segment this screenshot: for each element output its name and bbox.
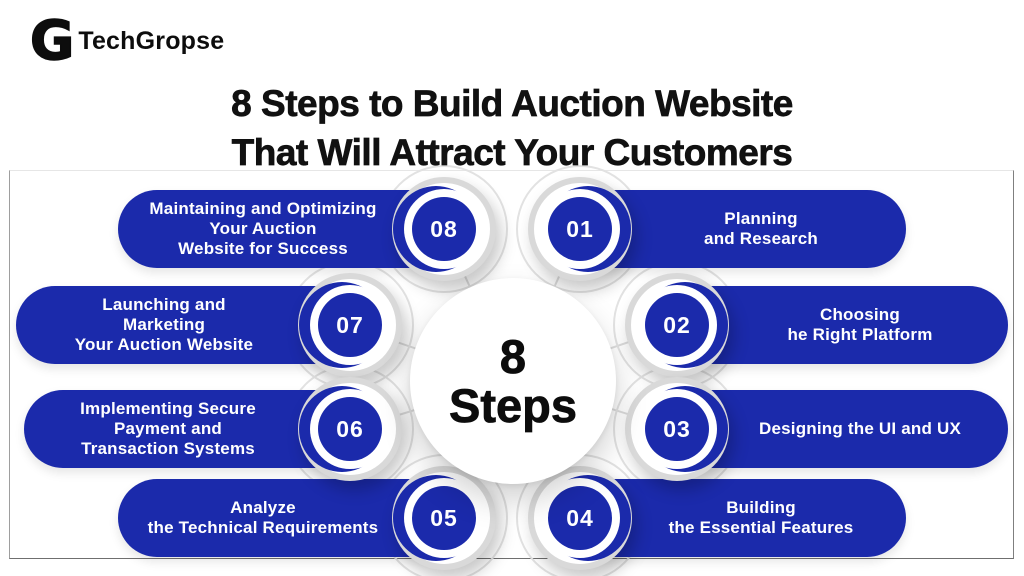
step-06-label-line1: Implementing Secure <box>80 398 256 418</box>
step-01-badge: 01 <box>528 177 632 281</box>
step-05-label: Analyze the Technical Requirements <box>140 498 386 538</box>
center-steps-value: 8 <box>499 329 527 383</box>
step-06-badge: 06 <box>298 377 402 481</box>
page-title: 8 Steps to Build Auction Website That Wi… <box>0 80 1024 178</box>
step-06-label-line3: Transaction Systems <box>81 439 255 459</box>
techgropse-logo: G TechGropse <box>29 9 225 72</box>
step-04-label: Building the Essential Features <box>638 498 884 538</box>
page-title-line2: That Will Attract Your Customers <box>231 131 793 173</box>
step-07-number: 07 <box>318 293 382 357</box>
step-03-label-line1: Designing the UI and UX <box>758 418 961 438</box>
step-01-label-line2: and Research <box>704 229 818 248</box>
step-01-label: Planning and Research <box>638 209 884 249</box>
step-08-label: Maintaining and Optimizing Your Auction … <box>140 199 386 259</box>
step-03-number: 03 <box>645 397 709 461</box>
logo-text: TechGropse <box>78 26 225 55</box>
step-04-number: 04 <box>548 486 612 550</box>
step-03-badge: 03 <box>625 377 729 481</box>
step-04-badge: 04 <box>528 466 632 570</box>
step-07-badge: 07 <box>298 273 402 377</box>
step-02-label-line1: Choosing <box>820 304 900 324</box>
step-05-badge: 05 <box>392 466 496 570</box>
page-title-line1: 8 Steps to Build Auction Website <box>231 83 794 125</box>
step-01-label-line1: Planning <box>724 208 798 228</box>
step-06-label: Implementing Secure Payment and Transact… <box>46 399 290 459</box>
step-05-number: 05 <box>412 486 476 550</box>
step-08-label-line3: Website for Success <box>178 239 348 259</box>
logo-g-icon: G <box>29 9 75 72</box>
step-05-label-line2: the Technical Requirements <box>147 518 379 537</box>
step-02-number: 02 <box>645 293 709 357</box>
step-07-label-line1: Launching and <box>102 294 226 314</box>
step-01-number: 01 <box>548 197 612 261</box>
step-07-label-line3: Your Auction Website <box>74 335 254 355</box>
step-02-label-line2: he Right Platform <box>787 325 933 344</box>
step-08-label-line1: Maintaining and Optimizing <box>149 198 377 218</box>
center-steps-circle: 8 Steps <box>410 278 616 484</box>
step-06-number: 06 <box>318 397 382 461</box>
step-02-badge: 02 <box>625 273 729 377</box>
step-04-label-line2: the Essential Features <box>668 518 854 537</box>
step-07-label-line2: Marketing <box>122 314 206 334</box>
step-08-badge: 08 <box>392 177 496 281</box>
step-08-label-line2: Your Auction <box>209 218 317 238</box>
step-07-label: Launching and Marketing Your Auction Web… <box>38 295 290 355</box>
step-04-label-line1: Building <box>726 497 796 517</box>
step-06-label-line2: Payment and <box>113 418 222 438</box>
step-08-number: 08 <box>412 197 476 261</box>
step-05-label-line1: Analyze <box>230 497 296 517</box>
step-02-label: Choosing he Right Platform <box>734 305 986 345</box>
center-steps-label: Steps <box>449 379 578 432</box>
step-03-label: Designing the UI and UX <box>734 419 986 439</box>
